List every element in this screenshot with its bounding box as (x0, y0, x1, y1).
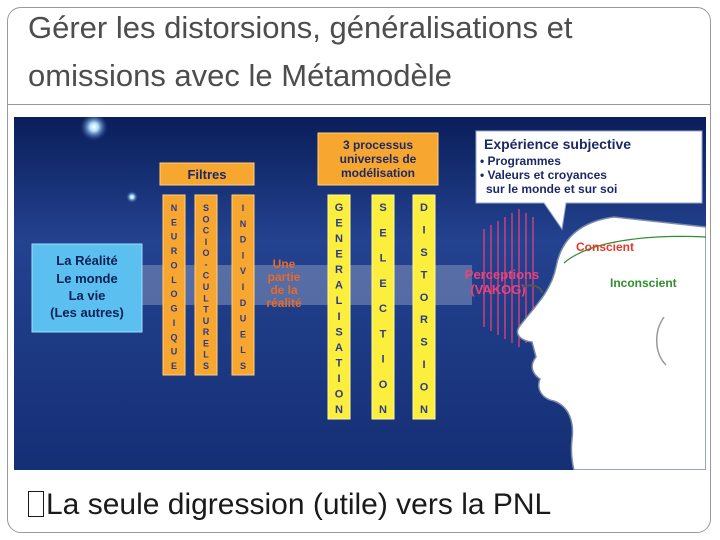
slide-frame (7, 7, 711, 533)
eye (521, 284, 543, 294)
partie-line-2: partie (268, 270, 301, 284)
ear (656, 316, 667, 366)
partie-line-3: de la (270, 283, 298, 297)
experience-line-2: • Valeurs et croyances (480, 168, 607, 182)
filtres-header (159, 162, 255, 186)
head-profile (516, 216, 706, 470)
bullet-item: La seule digression (utile) vers la PNL (28, 488, 551, 522)
processus-line-1: 3 processus (343, 138, 413, 152)
diagram.process_cols-column (327, 194, 351, 420)
slide-title-line-2: omissions avec le Métamodèle (28, 58, 452, 93)
light-flare (80, 117, 108, 141)
diagram.process_cols-column (412, 194, 436, 420)
diagram.filter_cols-column (231, 194, 255, 376)
pnl-model-diagram: La Réalité Le monde La vie (Les autres) … (14, 117, 706, 470)
title-divider (8, 104, 710, 105)
bullet-text: La seule digression (utile) vers la PNL (46, 488, 552, 521)
processus-line-2: universels de (340, 152, 417, 166)
experience-title: Expérience subjective (484, 136, 631, 152)
brain-line (563, 235, 706, 264)
perceptions-label: Perceptions (465, 267, 539, 282)
processus-line-3: modélisation (341, 166, 415, 180)
processus-header (317, 132, 439, 186)
perceptions-vakog: (VAKOG) (470, 282, 525, 297)
filtres-title: Filtres (187, 167, 226, 182)
experience-line-3: sur le monde et sur soi (486, 182, 617, 196)
diagram.filter_cols-column (194, 194, 218, 376)
realite-line-4: (Les autres) (50, 305, 124, 320)
partie-line-4: réalité (266, 296, 302, 310)
diagram.process_cols-column (371, 194, 395, 420)
realite-line-2: Le monde (56, 271, 117, 286)
diagram.filter_cols-column (162, 194, 186, 376)
light-flare-small (126, 191, 138, 203)
realite-line-1: La Réalité (56, 253, 117, 268)
realite-box (31, 243, 143, 333)
experience-line-1: • Programmes (480, 154, 561, 168)
bullet-marker-icon (28, 491, 44, 517)
conscient-label: Conscient (576, 240, 634, 254)
realite-line-3: La vie (69, 288, 106, 303)
inconscient-label: Inconscient (610, 276, 677, 290)
slide-title-line-1: Gérer les distorsions, généralisations e… (28, 10, 573, 45)
partie-line-1: Une (273, 257, 296, 271)
experience-bubble (475, 130, 703, 231)
